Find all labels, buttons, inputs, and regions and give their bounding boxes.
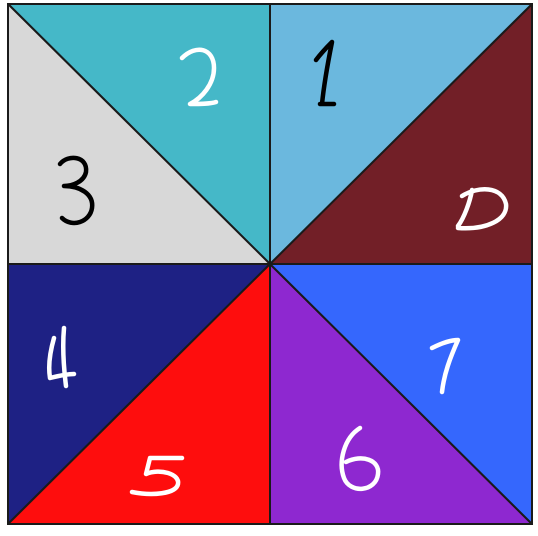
piece-label-4 <box>46 325 77 389</box>
piece-label-7 <box>429 337 461 395</box>
piece-label-7-text: 7 <box>444 358 450 369</box>
piece-label-2 <box>179 47 219 107</box>
piece-label-5-text: 5 <box>156 468 162 479</box>
piece-label-4-text: 4 <box>60 350 66 361</box>
outer-frame <box>7 3 533 525</box>
piece-label-3-text: 3 <box>74 182 80 193</box>
piece-label-1-text: 1 <box>326 66 332 77</box>
piece-label-6 <box>339 425 381 491</box>
piece-label-3 <box>57 155 95 226</box>
piece-label-6-text: 6 <box>358 454 364 465</box>
piece-label-2-text: 2 <box>198 68 204 79</box>
piece-label-0-text: 0 <box>482 200 488 211</box>
piece-label-1 <box>313 39 337 107</box>
piece-label-5 <box>129 455 185 497</box>
piece-label-0 <box>455 187 509 231</box>
